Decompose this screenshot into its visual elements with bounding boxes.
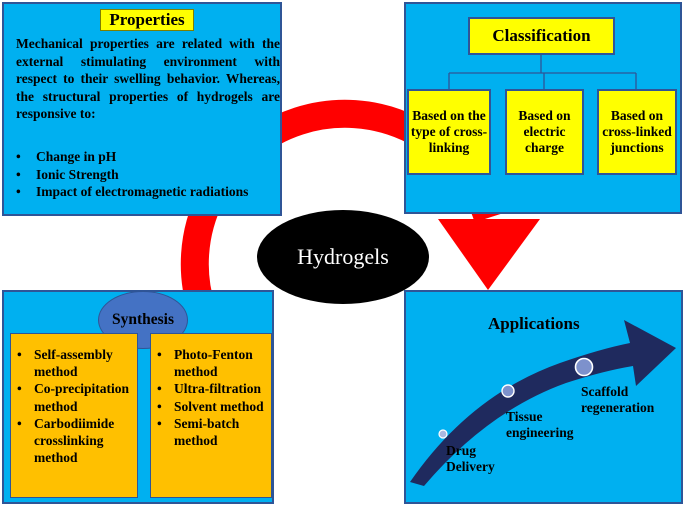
properties-panel: Properties Mechanical properties are rel… (2, 2, 282, 216)
applications-title: Applications (488, 314, 580, 333)
synthesis-method: Self-assembly method (17, 346, 135, 380)
synthesis-method: Co-precipitation method (17, 380, 135, 414)
classification-item-label: Based on electric charge (518, 108, 571, 155)
milestone-dot (438, 429, 448, 439)
properties-title: Properties (100, 9, 194, 31)
red-arrowhead (438, 219, 540, 290)
properties-bullet: Impact of electromagnetic radiations (16, 183, 280, 201)
synthesis-method: Ultra-filtration (157, 380, 283, 397)
properties-bullet: Change in pH (16, 148, 280, 166)
properties-description: Mechanical properties are related with t… (16, 36, 280, 121)
applications-panel (404, 290, 683, 504)
synthesis-method: Carbodiimide crosslinking method (17, 415, 135, 467)
properties-bullet: Ionic Strength (16, 166, 280, 184)
classification-item-label: Based on the type of cross-linking (410, 108, 488, 155)
classification-item: Based on the type of cross-linking (407, 89, 491, 175)
classification-item: Based on cross-linked junctions (597, 89, 677, 175)
synthesis-method: Semi-batch method (157, 415, 283, 449)
classification-item-label: Based on cross-linked junctions (602, 108, 672, 155)
curved-navy-arrow (410, 320, 676, 486)
synthesis-method: Solvent method (157, 398, 283, 415)
milestone-dot (501, 384, 515, 398)
synthesis-title: Synthesis (111, 311, 175, 328)
properties-bullet-list: Change in pH Ionic Strength Impact of el… (16, 148, 280, 201)
milestone-dot (574, 357, 594, 377)
classification-item: Based on electric charge (505, 89, 584, 175)
center-label: Hydrogels (297, 244, 389, 269)
synthesis-method-list: Self-assembly method Co-precipitation me… (17, 346, 135, 466)
synthesis-methods-right: Photo-Fenton method Ultra-filtration Sol… (150, 333, 272, 498)
center-ellipse (257, 210, 429, 304)
synthesis-method: Photo-Fenton method (157, 346, 283, 380)
synthesis-method-list: Photo-Fenton method Ultra-filtration Sol… (157, 346, 283, 449)
classification-title: Classification (468, 17, 615, 55)
synthesis-methods-left: Self-assembly method Co-precipitation me… (10, 333, 138, 498)
